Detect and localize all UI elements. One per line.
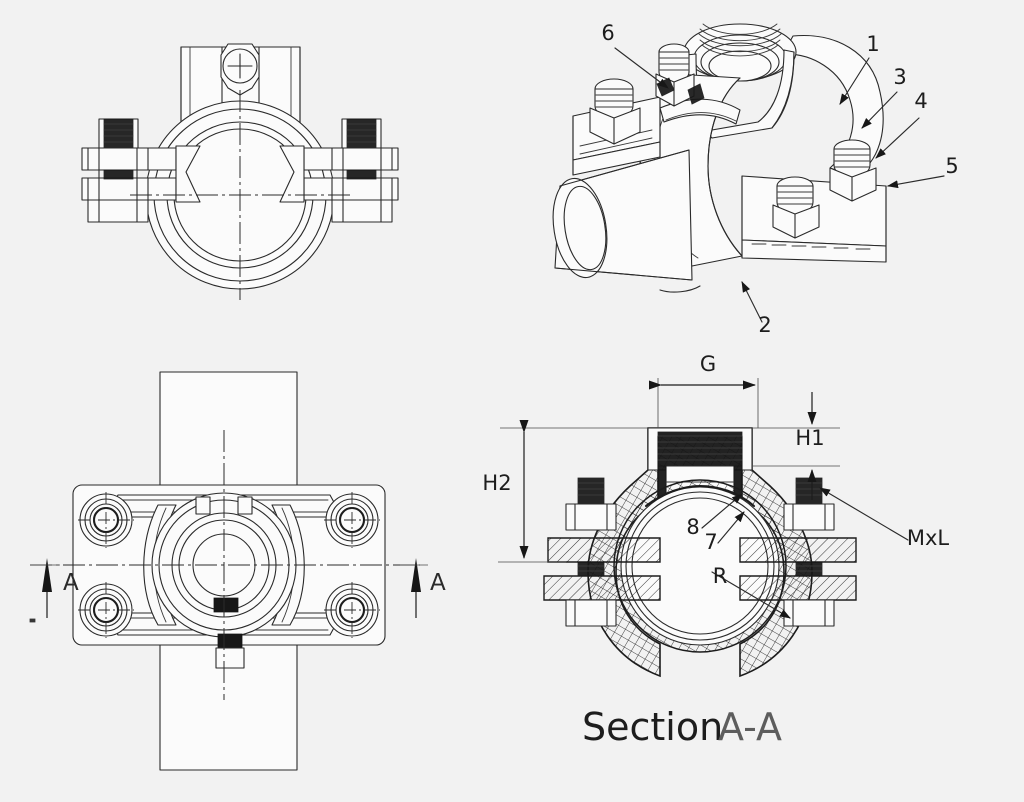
front-top-bolt [220,43,260,111]
leader-4 [875,117,920,159]
section-internal-thread [657,431,743,467]
dimension-R [711,571,791,619]
dimension-label-G: G [700,352,716,376]
leader-3 [861,91,898,129]
leader-2 [741,281,763,323]
iso-threaded-outlet [683,23,797,139]
section-marker-left [30,558,60,618]
callout-3: 3 [893,65,906,89]
iso-bolt-front-right [772,176,820,239]
front-bolt-right [331,118,393,223]
section-marker-label-right: A [430,570,446,596]
dimension-label-H1: H1 [795,426,824,450]
section-pipe [613,479,787,653]
iso-bolt-rear-right [829,139,877,202]
callout-1: 1 [866,32,879,56]
plan-bolt-bottom-left [78,582,134,638]
section-callout-7: 7 [704,530,717,554]
leader-1 [839,57,870,105]
plan-bolt-top-left [78,492,134,548]
iso-bolt-front-left [589,78,641,145]
section-bolt-left [543,477,661,627]
callout-2: 2 [758,313,771,337]
dimension-MxL [819,487,909,541]
iso-leaders [614,47,945,323]
plan-bolt-bottom-right [324,582,380,638]
section-view: G H1 H2 R MxL 8 7 [482,352,949,749]
iso-pipe [552,149,701,293]
callout-4: 4 [914,89,927,113]
dimension-label-H2: H2 [482,471,511,495]
plan-bolt-top-right [324,492,380,548]
iso-bolt-rear-left [655,43,695,107]
dimension-H1 [752,392,840,500]
dimension-label-R: R [713,564,728,588]
section-leaders [701,493,745,544]
dimension-H2 [498,420,648,563]
isometric-view: 1 2 3 4 5 6 [552,21,959,337]
section-callout-8: 8 [686,515,699,539]
leader-6 [614,47,669,89]
section-marker-label-left: A [63,570,79,596]
callout-6: 6 [601,21,614,45]
leader-5 [887,175,945,189]
front-bolt-left [87,118,149,223]
section-caption-main: Section [582,705,723,749]
dimension-label-MxL: MxL [907,526,950,550]
plan-view: A A [29,371,446,771]
section-bolt-right [739,477,857,627]
front-elevation-view [81,43,399,300]
callout-5: 5 [945,154,958,178]
section-caption-ref: A-A [718,705,782,749]
dimension-G [649,378,759,428]
section-marker-right [400,558,428,618]
